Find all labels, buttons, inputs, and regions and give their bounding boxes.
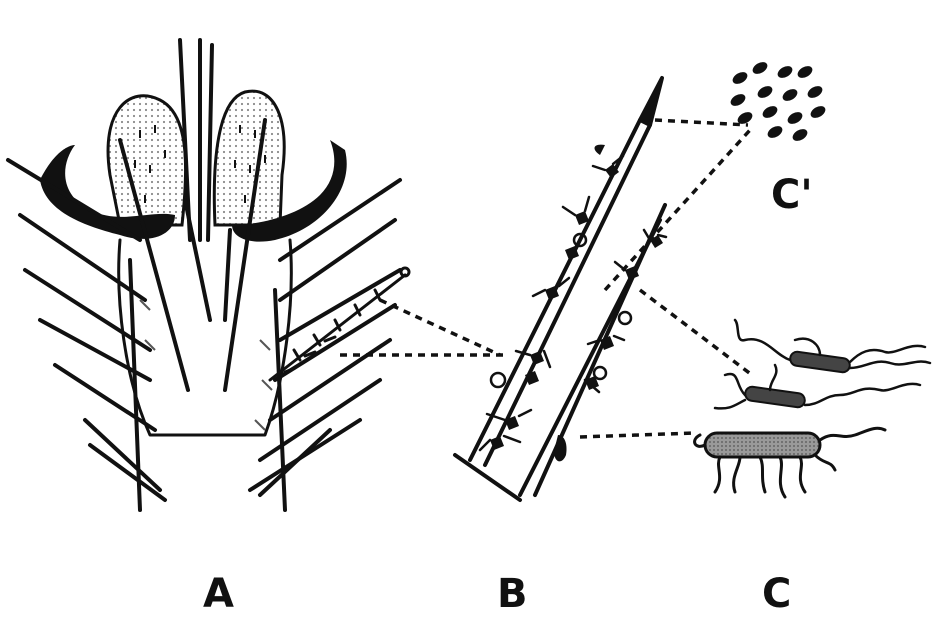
- body-hatching: [139, 299, 273, 431]
- right-lobe: [212, 89, 286, 227]
- spore-circles: [489, 232, 633, 389]
- body-outline: [117, 238, 293, 437]
- panel-label-a: A: [203, 571, 234, 617]
- panel-a-drawing: [6, 38, 411, 512]
- lobe-marks: [134, 125, 266, 203]
- large-bacterium-flagella: [693, 426, 887, 499]
- panel-label-b: B: [497, 571, 528, 617]
- right-lateral-bristles: [248, 178, 402, 512]
- feathered-bristle: [268, 266, 411, 382]
- bacteria-attachments: [490, 144, 663, 462]
- left-horn: [40, 145, 175, 239]
- panel-label-c-prime: C': [771, 172, 813, 218]
- panel-c-bacilli: [693, 318, 932, 499]
- panel-b-drawing: [453, 76, 668, 502]
- panel-label-c: C: [762, 571, 792, 617]
- connector-lines: [340, 118, 754, 439]
- right-horn: [232, 140, 347, 242]
- bacteria-flagella: [478, 154, 668, 452]
- inner-bristles: [118, 118, 267, 392]
- left-lateral-bristles: [6, 158, 167, 512]
- panel-cprime-cocci: [730, 62, 826, 141]
- left-lobe: [106, 94, 188, 227]
